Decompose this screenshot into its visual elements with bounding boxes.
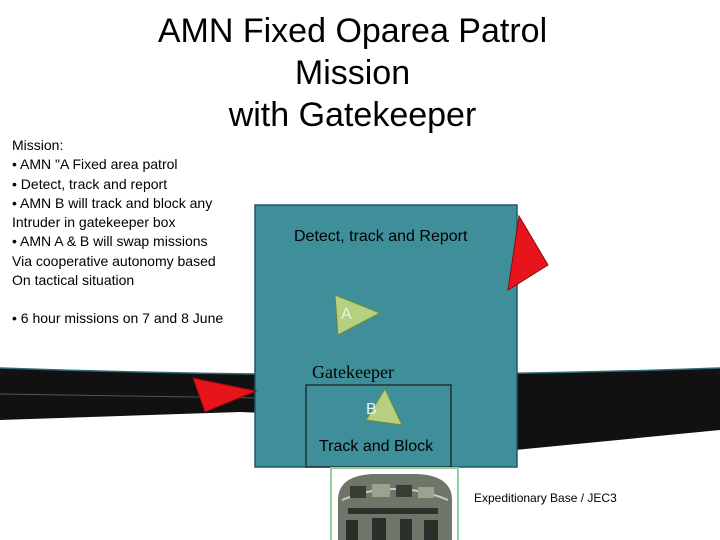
intruder-icon	[507, 214, 549, 291]
mission-line: • AMN B will track and block any	[12, 194, 213, 211]
gatekeeper-box-label: Track and Block	[319, 438, 434, 455]
vehicle-a-label: A	[341, 306, 352, 323]
vehicle-b-label: B	[366, 401, 377, 418]
mission-line: Intruder in gatekeeper box	[12, 214, 176, 231]
gatekeeper-label: Gatekeeper	[312, 362, 394, 382]
title-line-1: AMN Fixed Oparea Patrol Mission	[157, 12, 548, 92]
title-line-2: with Gatekeeper	[228, 96, 477, 134]
base-label: Expeditionary Base / JEC3	[474, 491, 617, 505]
mission-line: Mission:	[12, 137, 64, 153]
vehicle-b-icon	[365, 387, 403, 426]
oparea-label: Detect, track and Report	[294, 228, 468, 245]
mission-line: • AMN A & B will swap missions	[12, 233, 208, 250]
mission-schedule: • 6 hour missions on 7 and 8 June	[12, 310, 224, 327]
intruder-icon	[192, 377, 258, 413]
page-title: AMN Fixed Oparea Patrol Mission with Gat…	[100, 10, 605, 136]
mission-text: Mission: • AMN "A Fixed area patrol • De…	[12, 136, 262, 329]
mission-line: • Detect, track and report	[12, 175, 168, 192]
vehicle-a-icon	[334, 294, 382, 336]
base-photo-icon	[338, 474, 452, 540]
mission-line: On tactical situation	[12, 272, 135, 289]
mission-line: • AMN "A Fixed area patrol	[12, 156, 178, 173]
mission-line: Via cooperative autonomy based	[12, 252, 216, 269]
